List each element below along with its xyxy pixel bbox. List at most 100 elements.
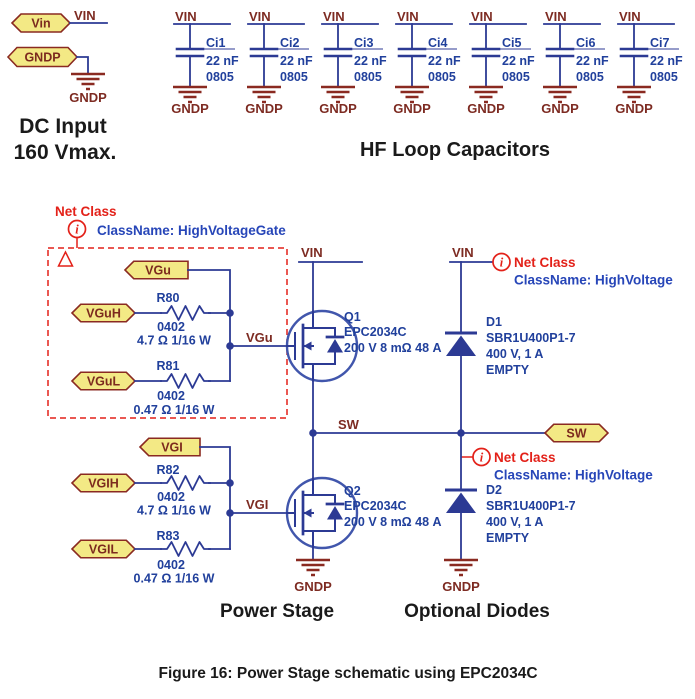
diode-d1 xyxy=(443,331,479,358)
resistor-size: 0402 xyxy=(157,558,185,572)
cap-size: 0805 xyxy=(650,70,678,84)
diode-ref: D1 xyxy=(486,315,502,329)
capacitor-ci6: VIN Ci6 22 nF 0805 GNDP xyxy=(541,9,609,116)
cap-ref: Ci2 xyxy=(280,36,300,50)
resistor-size: 0402 xyxy=(157,389,185,403)
net-class-name: ClassName: HighVoltageGate xyxy=(97,223,286,238)
resistor-ref: R82 xyxy=(157,463,180,477)
junction-dot xyxy=(226,479,234,487)
optional-diodes-section: VIN D1 SBR1U400P1-7 400 V, 1 A EMPTY i N… xyxy=(404,245,673,622)
wire xyxy=(76,56,89,74)
capacitor-ci1: VIN Ci1 22 nF 0805 GNDP xyxy=(171,9,239,116)
port-gndp-label: GNDP xyxy=(24,51,60,65)
mosfet-rating: 200 V 8 mΩ 48 A xyxy=(344,515,442,529)
junction-dot xyxy=(226,342,234,350)
mosfet-ref: Q2 xyxy=(344,484,361,498)
cap-ref: Ci3 xyxy=(354,36,374,50)
resistor-ref: R83 xyxy=(157,529,180,543)
ground-net-label: GNDP xyxy=(615,101,653,116)
diode-fitted: EMPTY xyxy=(486,363,530,377)
cap-value: 22 nF xyxy=(206,54,239,68)
dc-input-section: Vin VIN GNDP GNDP DC Input 160 Vmax. xyxy=(6,8,117,164)
info-icon xyxy=(492,252,511,272)
port-vin-label: Vin xyxy=(31,17,50,31)
port-vgul-label: VGuL xyxy=(87,375,121,389)
resistor-r83 xyxy=(160,541,211,557)
ground-net-label: GNDP xyxy=(393,101,431,116)
net-class-title: Net Class xyxy=(514,255,576,270)
optional-diodes-title: Optional Diodes xyxy=(404,601,550,622)
port-sw-label: SW xyxy=(566,427,586,441)
lower-gate-drive-section: VGI VGIH R82 0402 4.7 Ω 1/16 W VGIL R83 … xyxy=(70,437,289,586)
ground-icon xyxy=(69,72,107,91)
net-class-name: ClassName: HighVoltage xyxy=(514,273,673,288)
diode-d2 xyxy=(443,488,479,515)
port-vgil-label: VGIL xyxy=(89,543,119,557)
info-icon xyxy=(472,447,491,467)
power-stage-title: Power Stage xyxy=(220,601,334,622)
dc-input-title-line2: 160 Vmax. xyxy=(14,141,117,164)
cap-value: 22 nF xyxy=(576,54,609,68)
cap-value: 22 nF xyxy=(280,54,313,68)
net-label-vin: VIN xyxy=(619,9,641,24)
wire xyxy=(199,446,231,550)
ground-net-label: GNDP xyxy=(245,101,283,116)
ground-icon xyxy=(442,558,480,577)
capacitor-ci7: VIN Ci7 22 nF 0805 GNDP xyxy=(615,9,683,116)
wire xyxy=(187,269,231,382)
cap-value: 22 nF xyxy=(354,54,387,68)
ground-net-label: GNDP xyxy=(467,101,505,116)
net-label-vin: VIN xyxy=(452,245,474,260)
net-label-vin: VIN xyxy=(323,9,345,24)
net-label-vin: VIN xyxy=(545,9,567,24)
ground-net-label: GNDP xyxy=(319,101,357,116)
resistor-value: 4.7 Ω 1/16 W xyxy=(137,504,211,518)
net-label-sw: SW xyxy=(338,417,360,432)
diode-rating: 400 V, 1 A xyxy=(486,515,543,529)
resistor-ref: R81 xyxy=(157,359,180,373)
net-class-hv-mid-annotation: i Net Class ClassName: HighVoltage xyxy=(461,447,653,483)
port-vgi-label: VGI xyxy=(161,441,183,455)
cap-size: 0805 xyxy=(206,70,234,84)
mosfet-part: EPC2034C xyxy=(344,325,407,339)
net-label-vin: VIN xyxy=(249,9,271,24)
diode-rating: 400 V, 1 A xyxy=(486,347,543,361)
upper-gate-drive-section: VGu VGuH R80 0402 4.7 Ω 1/16 W VGuL R81 … xyxy=(70,260,289,417)
cap-size: 0805 xyxy=(428,70,456,84)
net-label-vin: VIN xyxy=(301,245,323,260)
diode-part: SBR1U400P1-7 xyxy=(486,499,576,513)
netclass-dashed-box xyxy=(47,247,288,419)
net-class-title: Net Class xyxy=(494,450,556,465)
hf-loop-capacitors-section: VIN Ci1 22 nF 0805 GNDP VIN Ci2 22 nF 08… xyxy=(171,9,683,161)
ground-net-label: GNDP xyxy=(541,101,579,116)
power-stage-section: VIN Q1 EPC2034C 200 V 8 mΩ 48 A SW SW Q2… xyxy=(220,245,610,622)
net-label-vin: VIN xyxy=(74,8,96,23)
resistor-value: 4.7 Ω 1/16 W xyxy=(137,334,211,348)
cap-ref: Ci4 xyxy=(428,36,448,50)
cap-ref: Ci7 xyxy=(650,36,670,50)
cap-ref: Ci5 xyxy=(502,36,522,50)
cap-size: 0805 xyxy=(354,70,382,84)
resistor-ref: R80 xyxy=(157,291,180,305)
net-class-name: ClassName: HighVoltage xyxy=(494,468,653,483)
net-label-vgu: VGu xyxy=(246,330,273,345)
resistor-value: 0.47 Ω 1/16 W xyxy=(134,403,215,417)
port-vgu-label: VGu xyxy=(145,264,171,278)
port-vgih-label: VGIH xyxy=(88,477,119,491)
cap-value: 22 nF xyxy=(650,54,683,68)
capacitor-ci2: VIN Ci2 22 nF 0805 GNDP xyxy=(245,9,313,116)
net-class-gate-annotation: Net Class i ClassName: HighVoltageGate xyxy=(47,204,288,419)
ground-net-label: GNDP xyxy=(442,579,480,594)
cap-size: 0805 xyxy=(280,70,308,84)
net-label-vin: VIN xyxy=(471,9,493,24)
directive-triangle-icon xyxy=(57,250,74,267)
cap-size: 0805 xyxy=(502,70,530,84)
junction-dot xyxy=(226,309,234,317)
net-class-title: Net Class xyxy=(55,204,117,219)
ground-net-label: GNDP xyxy=(294,579,332,594)
dc-input-title-line1: DC Input xyxy=(19,115,106,138)
cap-value: 22 nF xyxy=(502,54,535,68)
mosfet-part: EPC2034C xyxy=(344,499,407,513)
